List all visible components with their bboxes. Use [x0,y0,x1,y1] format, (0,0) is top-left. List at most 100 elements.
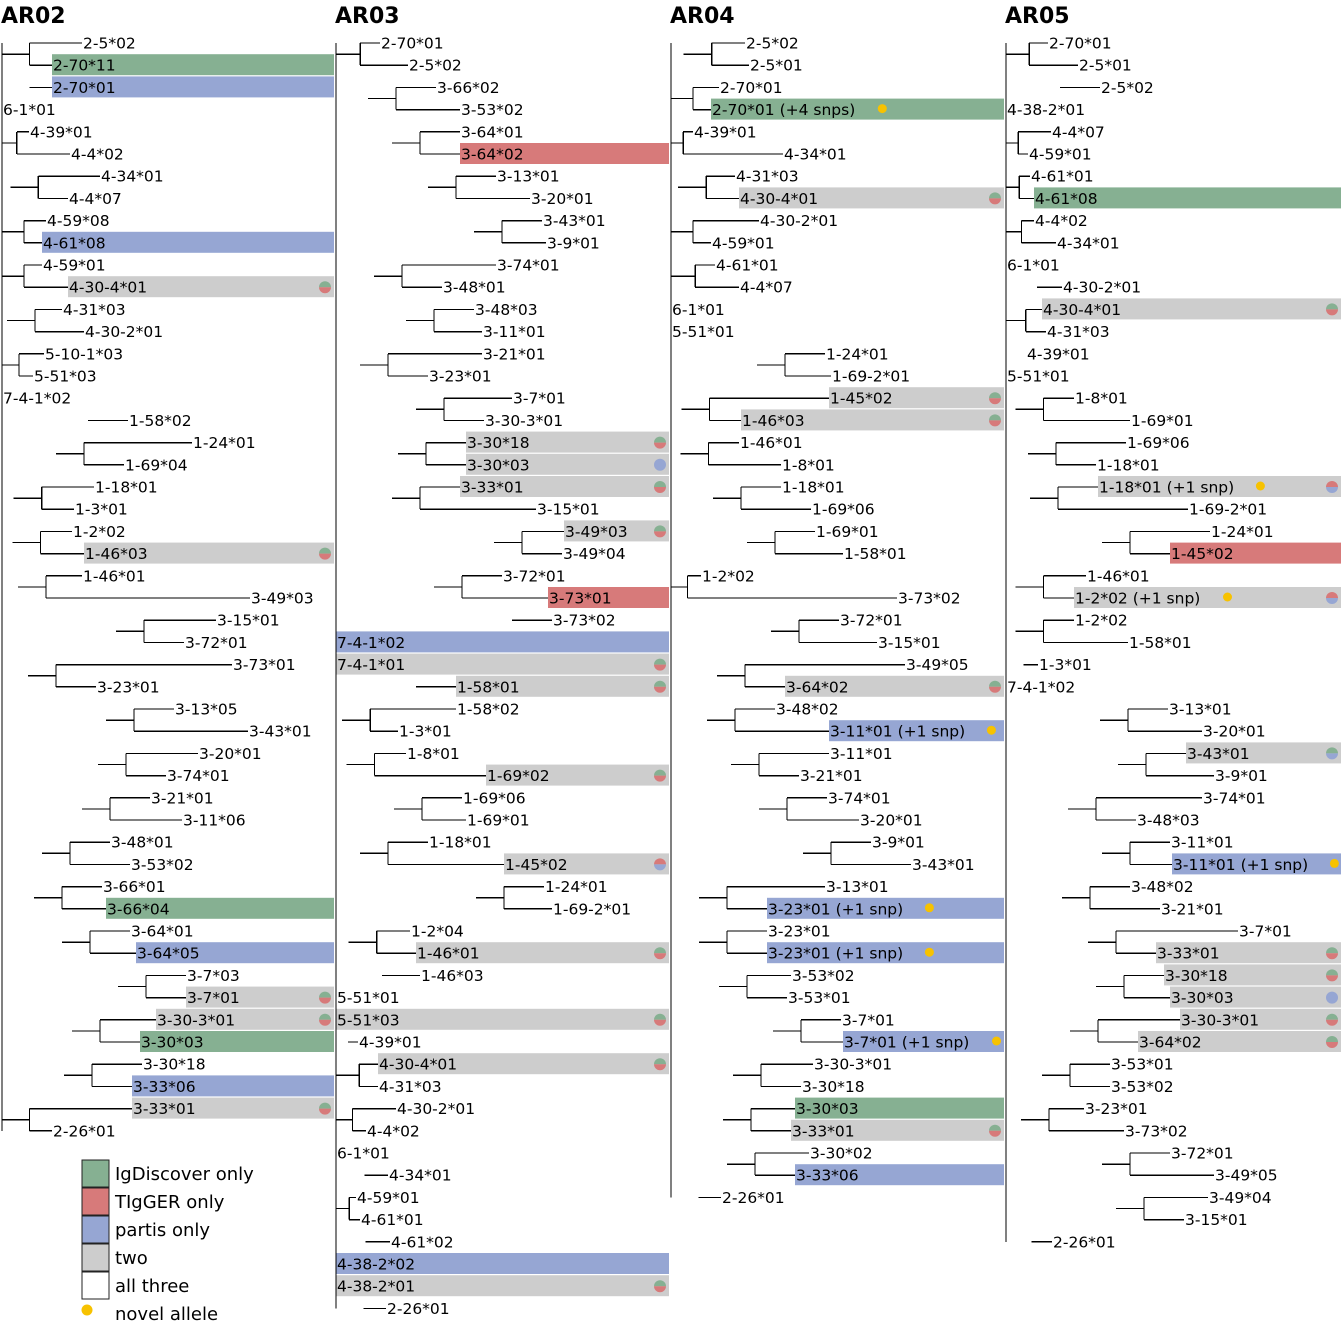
highlight-band [791,1119,1004,1141]
leaf-label: 4-30-2*01 [1063,279,1141,297]
leaf-label: 3-53*01 [788,989,851,1007]
leaf-label: 1-3*01 [1039,656,1092,674]
leaf-label: 3-20*01 [531,190,594,208]
leaf-label: 3-48*03 [475,301,538,319]
highlight-band [132,1097,334,1119]
leaf-label: 3-64*02 [461,146,524,164]
method-pie-icon [654,1058,666,1071]
highlight-band [1034,187,1341,209]
highlight-band [1164,964,1341,986]
highlight-band [336,1275,669,1297]
method-pie-icon [319,281,331,294]
leaf-label: 4-30-2*01 [85,323,163,341]
leaf-label: 3-53*01 [1111,1056,1174,1074]
leaf-label: 1-45*02 [830,390,893,408]
highlight-band [795,1097,1004,1119]
method-pie-icon [654,947,666,960]
leaf-label: 3-66*04 [107,900,170,918]
leaf-label: 4-30-2*01 [397,1100,475,1118]
leaf-label: 1-2*04 [411,923,464,941]
leaf-label: 4-59*01 [357,1189,420,1207]
leaf-label: 3-30*03 [141,1034,204,1052]
leaf-label: 3-21*01 [1161,900,1224,918]
leaf-label: 2-70*01 [1049,35,1112,53]
leaf-label: 4-31*03 [379,1078,442,1096]
highlight-band [336,653,669,675]
method-pie-icon [654,1013,666,1026]
leaf-label: 2-70*01 [53,79,116,97]
highlight-band [106,897,334,919]
leaf-label: 4-59*01 [43,257,106,275]
highlight-band [829,387,1004,409]
leaf-label: 5-51*03 [34,368,97,386]
leaf-label: 5-10-1*03 [45,345,123,363]
leaf-label: 7-4-1*02 [3,390,71,408]
leaf-label: 3-49*03 [565,523,628,541]
leaf-label: 1-69-2*01 [832,368,910,386]
leaf-label: 1-69*02 [487,767,550,785]
method-pie-icon [654,769,666,782]
leaf-label: 3-48*03 [1137,812,1200,830]
novel-allele-icon [1255,481,1265,491]
leaf-label: 3-53*02 [461,101,524,119]
leaf-label: 4-4*07 [69,190,122,208]
leaf-label: 3-15*01 [878,634,941,652]
leaf-label: 4-61*08 [43,234,106,252]
leaf-label: 4-30-4*01 [740,190,818,208]
leaf-label: 4-31*03 [1047,323,1110,341]
leaf-label: 2-26*01 [387,1300,450,1318]
leaf-label: 3-64*02 [786,678,849,696]
leaf-label: 3-13*01 [497,168,560,186]
leaf-label: 3-49*04 [563,545,626,563]
legend-label: IgDiscover only [115,1164,254,1185]
method-pie-icon [1326,303,1338,316]
leaf-label: 3-64*02 [1139,1034,1202,1052]
novel-allele-icon [924,903,934,913]
leaf-label: 3-7*01 (+1 snp) [844,1034,969,1052]
leaf-label: 1-2*02 [702,567,755,585]
highlight-band [42,231,334,253]
leaf-label: 3-33*06 [133,1078,196,1096]
leaf-label: 4-4*07 [1052,123,1105,141]
leaf-label: 1-69*06 [1127,434,1190,452]
leaf-label: 3-64*01 [461,123,524,141]
leaf-label: 3-13*05 [175,701,238,719]
leaf-label: 2-70*01 [720,79,783,97]
leaf-label: 1-69-2*01 [1189,501,1267,519]
method-pie-icon [1326,947,1338,960]
leaf-label: 3-21*01 [151,789,214,807]
highlight-band [564,520,669,542]
leaf-label: 5-51*01 [672,323,735,341]
legend-label: all three [115,1276,189,1297]
leaf-label: 7-4-1*02 [1007,678,1075,696]
method-pie-icon [654,680,666,693]
leaf-label: 3-30*03 [1171,989,1234,1007]
leaf-label: 3-7*03 [187,967,240,985]
highlight-band [1156,942,1341,964]
leaf-label: 3-33*01 [133,1100,196,1118]
highlight-band [1180,1008,1341,1030]
method-pie-icon [319,1013,331,1026]
highlight-band [378,1053,669,1075]
highlight-band [1170,986,1341,1008]
leaf-label: 3-43*01 [543,212,606,230]
leaf-label: 3-30*03 [796,1100,859,1118]
highlight-band [460,143,669,164]
leaf-label: 1-69*01 [467,812,530,830]
highlight-band [785,675,1004,697]
leaf-label: 2-70*11 [53,57,116,75]
leaf-label: 4-38-2*01 [337,1278,415,1296]
leaf-label: 4-61*01 [361,1211,424,1229]
leaf-label: 3-20*01 [1203,723,1266,741]
leaf-label: 4-34*01 [1057,234,1120,252]
leaf-label: 5-51*01 [337,989,400,1007]
leaf-label: 1-3*01 [399,723,452,741]
leaf-label: 1-69*04 [125,456,188,474]
legend-swatch [81,1187,110,1216]
leaf-label: 1-18*01 [1097,456,1160,474]
leaf-label: 4-61*08 [1035,190,1098,208]
leaf-label: 3-30-3*01 [157,1011,235,1029]
leaf-label: 1-69-2*01 [553,900,631,918]
leaf-label: 3-64*05 [137,945,200,963]
leaf-label: 2-26*01 [1053,1233,1116,1251]
